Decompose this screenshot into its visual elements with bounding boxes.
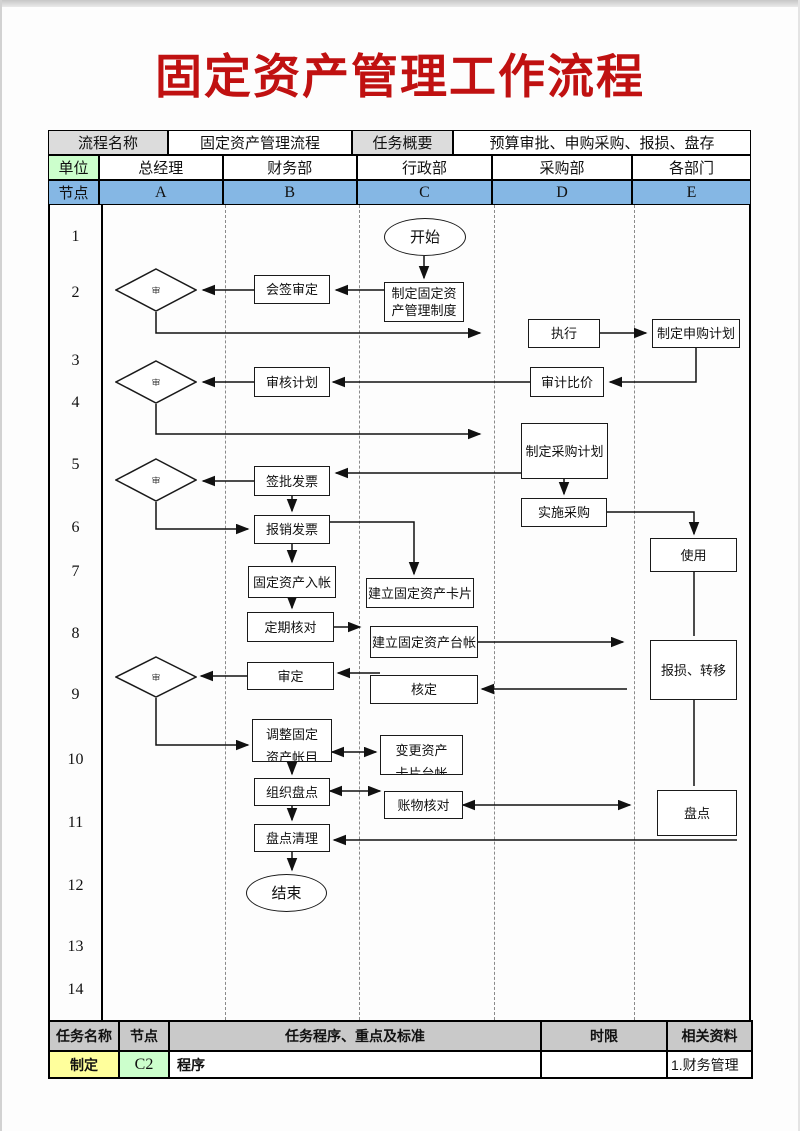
row-number-1: 1 [71, 228, 80, 245]
flow-node-procurement-plan: 制定采购计划 [521, 423, 608, 479]
task-name-header: 任务名称 [49, 1021, 119, 1051]
unit-procurement: 采购部 [492, 155, 632, 180]
flow-node-adjust-accounts: 调整固定 资产帐目 [252, 719, 332, 762]
flow-node-implement-procurement: 实施采购 [521, 498, 607, 527]
row-number-13: 13 [67, 938, 84, 955]
task-table: 任务名称 节点 任务程序、重点及标准 时限 相关资料 制定 C2 程序 1.财务… [48, 1020, 753, 1079]
node-letter-b: B [222, 180, 357, 205]
page-title: 固定资产管理工作流程 [155, 50, 645, 103]
flow-node-inventory-cleanup: 盘点清理 [254, 824, 330, 852]
row-number-4: 4 [71, 394, 80, 411]
flow-node-create-asset-ledger: 建立固定资产台帐 [370, 626, 478, 658]
flow-node-account-check: 账物核对 [384, 791, 463, 819]
row-number-2: 2 [71, 284, 80, 301]
process-name-label: 流程名称 [48, 130, 168, 155]
number-column-divider [101, 205, 103, 1020]
decision-glyph: 审 [151, 286, 161, 295]
flow-node-change-asset: 变更资产 卡片台帐 [380, 735, 463, 775]
flow-node-asset-entry: 固定资产入帐 [248, 566, 336, 598]
flow-node-make-system: 制定固定资 产管理制度 [384, 282, 464, 322]
unit-general-manager: 总经理 [99, 155, 223, 180]
task-table-row: 制定 C2 程序 1.财务管理 [49, 1051, 752, 1078]
page-right-edge [798, 0, 800, 1131]
row-number-3: 3 [71, 352, 80, 369]
flow-connectors [155, 256, 737, 872]
flow-node-end: 结束 [246, 874, 327, 912]
decision-glyph: 审 [151, 673, 161, 682]
lane-divider-c-d [494, 205, 495, 1020]
unit-admin: 行政部 [357, 155, 492, 180]
time-limit-header: 时限 [541, 1021, 667, 1051]
flow-node-audit-compare: 审计比价 [530, 367, 604, 397]
info-table: 流程名称 固定资产管理流程 任务概要 预算审批、申购采购、报损、盘存 单位 总经… [48, 130, 751, 205]
task-table-header: 任务名称 节点 任务程序、重点及标准 时限 相关资料 [49, 1021, 752, 1051]
node-letter-d: D [492, 180, 632, 205]
flow-node-start: 开始 [384, 218, 466, 256]
node-cell: C2 [119, 1051, 169, 1078]
flow-node-sign-review: 会签审定 [254, 275, 330, 304]
node-letter-e: E [632, 180, 751, 205]
task-summary-value: 预算审批、申购采购、报损、盘存 [453, 130, 751, 155]
info-row-1: 流程名称 固定资产管理流程 任务概要 预算审批、申购采购、报损、盘存 [48, 130, 751, 155]
flow-node-organize-inventory: 组织盘点 [254, 778, 330, 806]
row-number-10: 10 [67, 751, 84, 768]
node-label: 节点 [48, 180, 99, 205]
procedure-header: 任务程序、重点及标准 [169, 1021, 541, 1051]
flow-decision-4: 审 [115, 656, 197, 698]
time-limit-cell [541, 1051, 667, 1078]
flow-node-periodic-check: 定期核对 [247, 612, 334, 642]
diamond-shape [115, 360, 197, 404]
flowchart-area: 1 2 3 4 5 6 7 8 9 10 11 12 13 14 [48, 205, 751, 1020]
node-letter-c: C [357, 180, 492, 205]
flow-node-purchase-request-plan: 制定申购计划 [652, 319, 740, 348]
row-number-8: 8 [71, 625, 80, 642]
lane-divider-b-c [359, 205, 360, 1020]
decision-glyph: 审 [151, 378, 161, 387]
info-row-units: 单位 总经理 财务部 行政部 采购部 各部门 [48, 155, 751, 180]
flow-node-inventory: 盘点 [657, 790, 737, 836]
diamond-shape [115, 458, 197, 502]
lane-divider-a-b [224, 205, 226, 1020]
flow-node-create-asset-card: 建立固定资产卡片 [366, 578, 474, 608]
lane-divider-d-e [634, 205, 635, 1020]
row-number-9: 9 [71, 686, 80, 703]
flow-node-review-plan: 审核计划 [254, 367, 330, 397]
decision-glyph: 审 [151, 476, 161, 485]
row-number-5: 5 [71, 456, 80, 473]
flow-node-execute: 执行 [528, 319, 600, 348]
flow-node-verify: 核定 [370, 675, 478, 704]
flow-node-use: 使用 [650, 538, 737, 572]
unit-departments: 各部门 [632, 155, 751, 180]
flow-node-damage-transfer: 报损、转移 [650, 640, 737, 700]
unit-label: 单位 [48, 155, 99, 180]
process-name-value: 固定资产管理流程 [168, 130, 352, 155]
flow-decision-3: 审 [115, 458, 197, 502]
flow-decision-1: 审 [115, 268, 197, 312]
page-left-edge [0, 0, 2, 1131]
flow-node-review: 审定 [247, 662, 334, 690]
unit-finance: 财务部 [222, 155, 357, 180]
procedure-cell: 程序 [169, 1051, 541, 1078]
task-summary-label: 任务概要 [352, 130, 453, 155]
row-number-6: 6 [71, 519, 80, 536]
row-number-12: 12 [67, 877, 84, 894]
flow-node-approve-invoice: 签批发票 [254, 466, 330, 496]
reference-header: 相关资料 [667, 1021, 752, 1051]
node-letter-a: A [99, 180, 223, 205]
row-number-7: 7 [71, 563, 80, 580]
flow-node-reimburse-invoice: 报销发票 [254, 515, 330, 544]
reference-cell: 1.财务管理 [667, 1051, 752, 1078]
row-number-11: 11 [67, 814, 84, 831]
node-header: 节点 [119, 1021, 169, 1051]
task-name-cell: 制定 [49, 1051, 119, 1078]
diamond-shape [115, 268, 197, 312]
diamond-shape [115, 656, 197, 698]
flow-decision-2: 审 [115, 360, 197, 404]
info-row-nodes: 节点 A B C D E [48, 180, 751, 205]
row-number-14: 14 [67, 981, 84, 998]
page-top-edge [0, 0, 800, 7]
